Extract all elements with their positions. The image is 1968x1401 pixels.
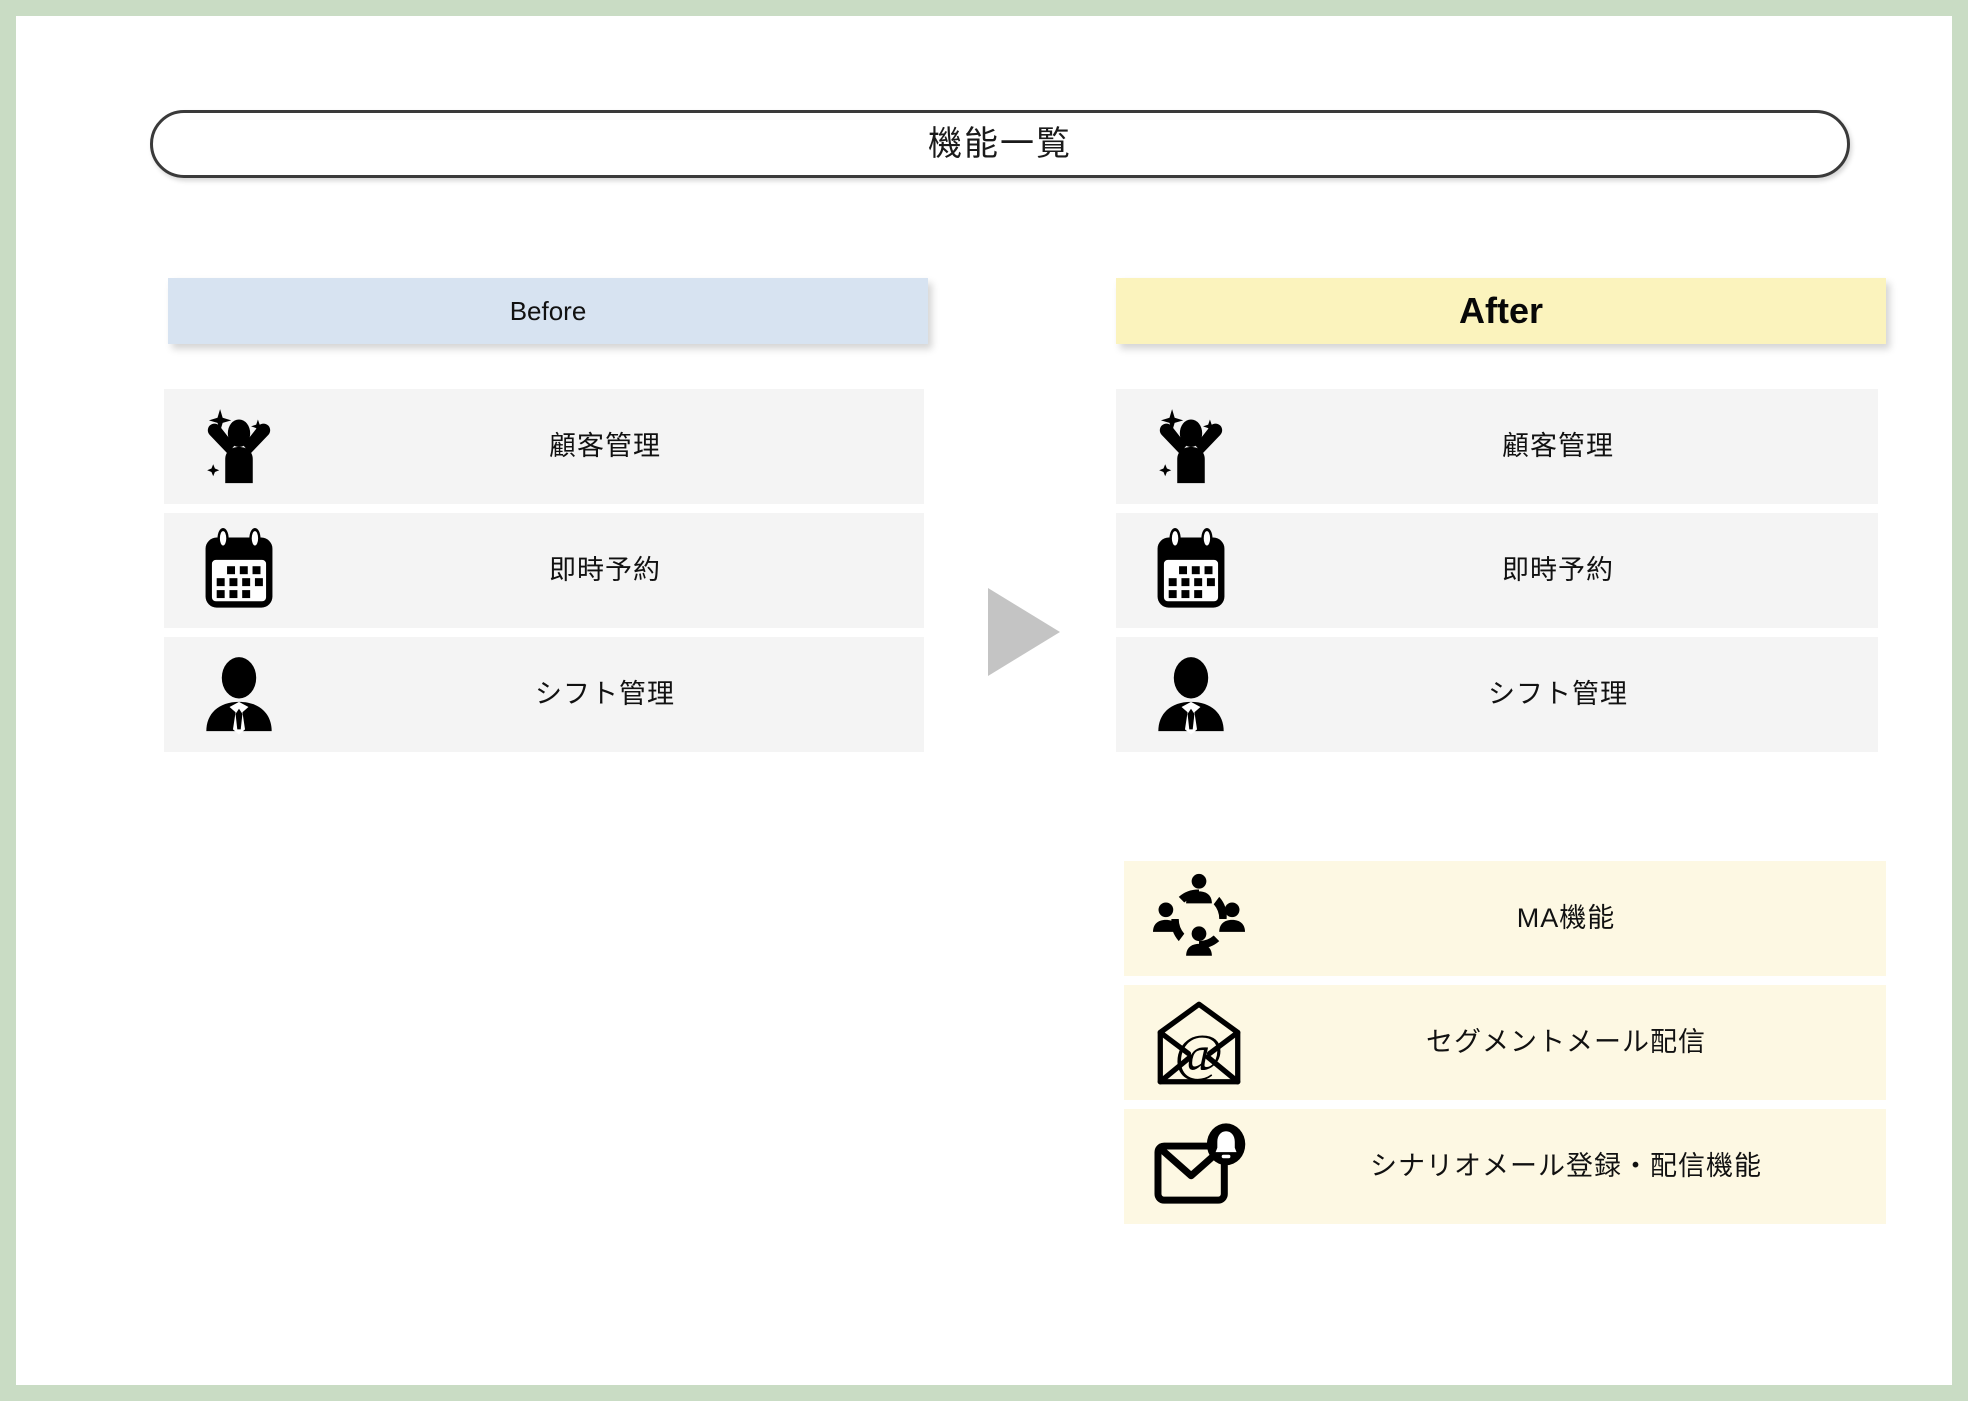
list-item[interactable]: @ セグメントメール配信: [1124, 985, 1886, 1100]
list-item-label: 即時予約: [1502, 555, 1614, 586]
list-item[interactable]: シフト管理: [1116, 637, 1878, 752]
list-item[interactable]: シフト管理: [164, 637, 924, 752]
page-title-pill: 機能一覧: [150, 110, 1850, 178]
calendar-icon: [1116, 527, 1266, 614]
list-item-label: 顧客管理: [549, 431, 661, 462]
column-header-before-label: Before: [509, 296, 587, 326]
celebrating-person-icon: [1116, 404, 1266, 490]
list-item[interactable]: シナリオメール登録・配信機能: [1124, 1109, 1886, 1224]
list-item-label: シフト管理: [1488, 679, 1628, 710]
transition-arrow-icon: [988, 588, 1060, 676]
list-item[interactable]: MA機能: [1124, 861, 1886, 976]
list-item[interactable]: 即時予約: [164, 513, 924, 628]
list-item-label: シナリオメール登録・配信機能: [1370, 1151, 1762, 1182]
celebrating-person-icon: [164, 404, 314, 490]
list-item-label: MA機能: [1516, 903, 1616, 934]
at-envelope-icon: @: [1124, 999, 1274, 1087]
column-header-before: Before: [168, 278, 928, 344]
list-item[interactable]: 顧客管理: [164, 389, 924, 504]
envelope-bell-icon: [1124, 1122, 1274, 1211]
list-item-label: セグメントメール配信: [1426, 1027, 1706, 1058]
calendar-icon: [164, 527, 314, 614]
people-network-icon: [1124, 873, 1274, 965]
list-item-label: シフト管理: [535, 679, 675, 710]
list-item-label: 顧客管理: [1502, 431, 1614, 462]
list-item[interactable]: 即時予約: [1116, 513, 1878, 628]
businessman-icon: [164, 652, 314, 738]
svg-text:@: @: [1175, 1025, 1224, 1083]
businessman-icon: [1116, 652, 1266, 738]
list-item-label: 即時予約: [549, 555, 661, 586]
column-header-after: After: [1116, 278, 1886, 344]
page-title: 機能一覧: [928, 125, 1072, 163]
column-header-after-label: After: [1458, 290, 1543, 331]
list-item[interactable]: 顧客管理: [1116, 389, 1878, 504]
